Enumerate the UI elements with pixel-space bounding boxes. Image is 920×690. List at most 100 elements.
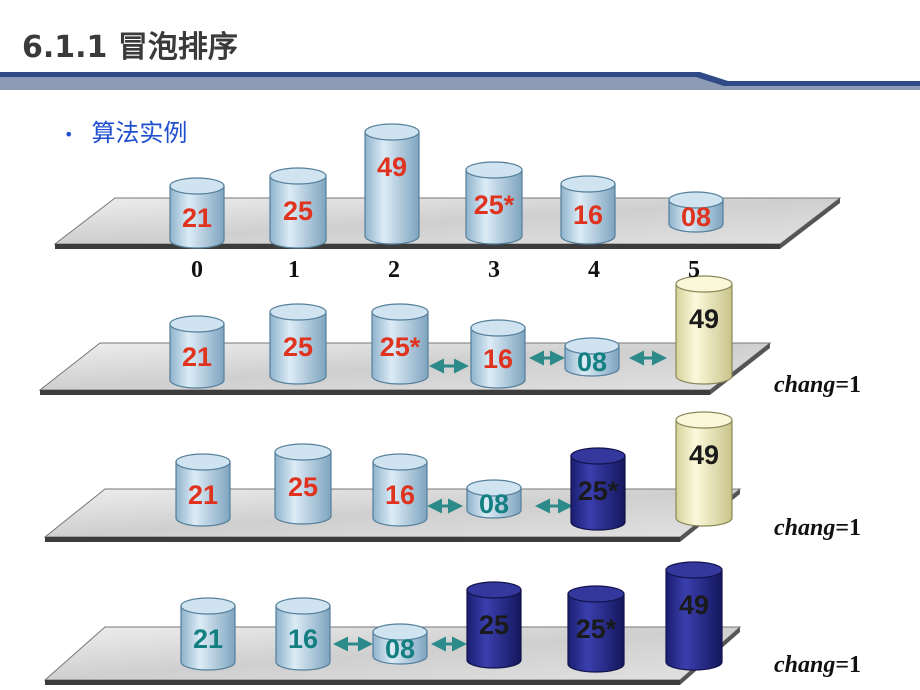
bullet-text: 算法实例 <box>91 119 188 147</box>
cylinder: 49 <box>665 561 723 671</box>
cylinder: 08 <box>668 191 724 233</box>
cylinder-top <box>466 479 522 497</box>
cylinder-top <box>269 303 327 321</box>
cylinder: 21 <box>169 315 225 389</box>
cylinder-body <box>665 569 723 671</box>
index-label: 2 <box>388 257 400 283</box>
cylinder: 25* <box>371 303 429 385</box>
index-label: 5 <box>688 257 700 283</box>
cylinder-value: 08 <box>577 347 607 377</box>
cylinder-body <box>567 593 625 673</box>
cylinder-body <box>668 199 724 233</box>
cylinder-body <box>372 631 428 665</box>
chang-label-row-3: chang=1 <box>774 515 862 541</box>
cylinder-body <box>364 131 420 245</box>
cylinder-top <box>371 303 429 321</box>
cylinder-top <box>668 191 724 209</box>
cylinder-top <box>567 585 625 603</box>
cylinder: 25* <box>465 161 523 245</box>
cylinder: 25 <box>269 303 327 385</box>
cylinder-top <box>180 597 236 615</box>
platform-edge <box>45 680 680 685</box>
cylinder: 49 <box>675 411 733 527</box>
cylinder-body <box>269 175 327 249</box>
cylinder-top <box>560 175 616 193</box>
cylinder: 21 <box>180 597 236 671</box>
cylinder-body <box>570 455 626 531</box>
platform-edge <box>40 390 710 395</box>
cylinder-top <box>364 123 420 141</box>
cylinder: 16 <box>372 453 428 527</box>
cylinder-value: 21 <box>182 342 212 372</box>
cylinder: 21 <box>169 177 225 249</box>
cylinder-value: 08 <box>479 489 509 519</box>
platform-edge <box>780 198 840 249</box>
cylinder: 16 <box>470 319 526 389</box>
platform-edge <box>45 537 680 542</box>
page-title: 6.1.1 冒泡排序 <box>22 30 238 65</box>
cylinder-top <box>665 561 723 579</box>
cylinder-value: 21 <box>188 480 218 510</box>
cylinder-top <box>274 443 332 461</box>
cylinder-value: 21 <box>182 203 212 233</box>
cylinder-body <box>275 605 331 671</box>
cylinder-value: 25* <box>380 332 421 362</box>
bullet-dot-icon: • <box>64 124 74 144</box>
cylinder-value: 25* <box>474 190 515 220</box>
cylinder-top <box>570 447 626 465</box>
cylinder-value: 21 <box>193 624 223 654</box>
cylinder-body <box>274 451 332 525</box>
bullet-item: • 算法实例 <box>64 113 187 148</box>
cylinder: 16 <box>560 175 616 245</box>
header-divider <box>0 72 920 90</box>
chang-label-row-2: chang=1 <box>774 372 862 398</box>
cylinder: 08 <box>564 337 620 377</box>
cylinder: 25 <box>466 581 522 669</box>
cylinder: 49 <box>675 275 733 385</box>
cylinder-body <box>175 461 231 527</box>
cylinder-top <box>169 315 225 333</box>
cylinder: 08 <box>466 479 522 519</box>
cylinder-value: 25 <box>288 472 318 502</box>
cylinder-top <box>169 177 225 195</box>
cylinder-top <box>465 161 523 179</box>
cylinder-body <box>465 169 523 245</box>
cylinder: 25* <box>567 585 625 673</box>
cylinder-value: 49 <box>689 304 719 334</box>
cylinder-body <box>560 183 616 245</box>
cylinder-top <box>269 167 327 185</box>
cylinder-top <box>372 453 428 471</box>
cylinder-value: 25 <box>479 610 509 640</box>
cylinder: 25 <box>269 167 327 249</box>
cylinder: 25 <box>274 443 332 525</box>
chang-label-row-4: chang=1 <box>774 652 862 678</box>
cylinder-body <box>371 311 429 385</box>
cylinder-value: 08 <box>385 634 415 664</box>
cylinder-body <box>169 185 225 249</box>
cylinder-value: 49 <box>377 152 407 182</box>
cylinder-body <box>372 461 428 527</box>
cylinder-top <box>466 581 522 599</box>
cylinder: 16 <box>275 597 331 671</box>
cylinder: 25* <box>570 447 626 531</box>
cylinder-value: 49 <box>679 590 709 620</box>
cylinder: 08 <box>372 623 428 665</box>
cylinder-body <box>180 605 236 671</box>
cylinder-body <box>675 283 733 385</box>
cylinder-top <box>372 623 428 641</box>
cylinder-top <box>470 319 526 337</box>
index-label: 4 <box>588 257 600 283</box>
cylinder-value: 25 <box>283 332 313 362</box>
cylinder-value: 16 <box>385 480 415 510</box>
cylinder-value: 25* <box>578 476 619 506</box>
index-label: 0 <box>191 257 203 283</box>
cylinder-body <box>470 327 526 389</box>
cylinder-value: 08 <box>681 202 711 232</box>
cylinder: 21 <box>175 453 231 527</box>
cylinder-value: 49 <box>689 440 719 470</box>
cylinder-body <box>269 311 327 385</box>
cylinder-value: 16 <box>483 344 513 374</box>
cylinder-body <box>466 589 522 669</box>
cylinder-value: 25 <box>283 196 313 226</box>
